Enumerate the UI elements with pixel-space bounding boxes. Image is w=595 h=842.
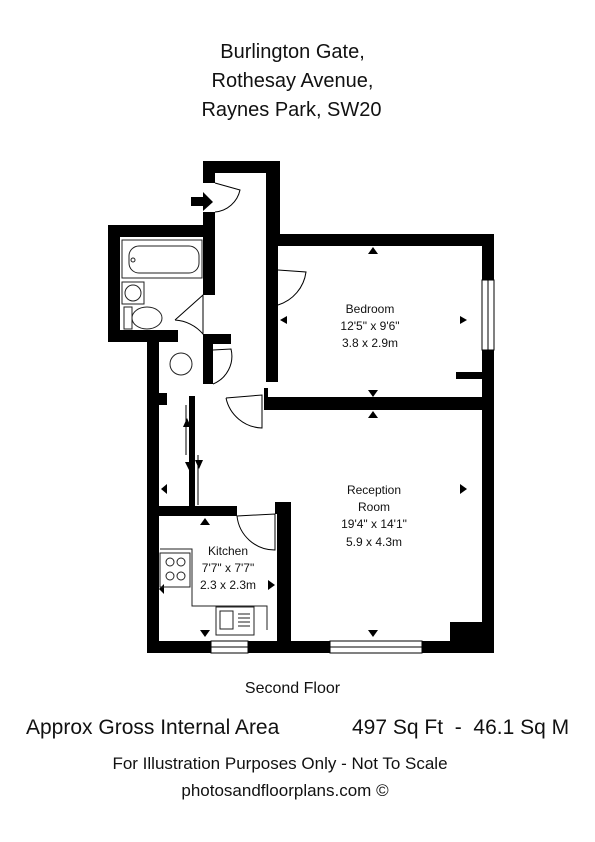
wall-bedroom-top [266, 234, 494, 246]
kitchen-metric: 2.3 x 2.3m [200, 578, 256, 592]
wall-hall-partition [189, 396, 195, 508]
room-label-kitchen: Kitchen 7'7" x 7'7" 2.3 x 2.3m [200, 544, 256, 592]
address-line-3: Raynes Park, SW20 [201, 99, 382, 121]
address-line-1: Burlington Gate, [220, 41, 365, 63]
wall-bath-bottom [108, 330, 178, 342]
fixtures [121, 239, 268, 636]
toilet-bowl [131, 306, 163, 330]
kitchen-door [236, 513, 276, 551]
wall-bottom-1 [147, 641, 211, 653]
bedroom-door [277, 269, 307, 306]
address-line-2: Rothesay Avenue, [211, 70, 374, 92]
wall-bedroom-right-upper [482, 234, 494, 280]
bathroom-door [174, 293, 204, 336]
reception-metric: 5.9 x 4.3m [346, 535, 402, 549]
kitchen-imperial: 7'7" x 7'7" [202, 561, 254, 575]
wall-bedroom-stub [456, 372, 486, 379]
wall-bedroom-post [264, 388, 268, 410]
bedroom-metric: 3.8 x 2.9m [342, 336, 398, 350]
windows [210, 279, 495, 654]
toilet-cistern [123, 306, 133, 330]
copyright: photosandfloorplans.com © [181, 781, 389, 800]
wall-bedroom-bottom [264, 397, 494, 410]
area-value: 497 Sq Ft - 46.1 Sq M [352, 716, 570, 739]
wall-bath-left [108, 225, 120, 342]
reception-name-line2: Room [358, 500, 390, 514]
wall-bath-top [108, 225, 215, 237]
basin-bowl [124, 284, 142, 302]
wall-kitchen-top [147, 506, 237, 516]
reception-imperial: 19'4" x 14'1" [341, 517, 407, 531]
area-label: Approx Gross Internal Area [26, 716, 280, 739]
bedroom-name: Bedroom [346, 302, 395, 316]
kitchen-counter [160, 548, 268, 630]
hot-water-cylinder [169, 352, 193, 376]
wall-cupboard-right [203, 344, 213, 384]
bedroom-imperial: 12'5" x 9'6" [340, 319, 399, 333]
wall-corridor-top [203, 161, 280, 173]
wall-left-top [147, 393, 167, 405]
wall-reception-right [482, 397, 494, 653]
wall-entrance-upper [203, 161, 215, 183]
doors [174, 182, 307, 551]
wall-left [147, 393, 159, 653]
walls [108, 161, 494, 653]
reception-name-line1: Reception [347, 483, 401, 497]
bath-inner [128, 245, 200, 274]
entrance-door [214, 182, 241, 213]
hob [159, 552, 191, 588]
room-label-reception: Reception Room 19'4" x 14'1" 5.9 x 4.3m [341, 483, 407, 549]
sink-bowl [219, 610, 234, 630]
basin [121, 281, 145, 305]
arrows [191, 192, 213, 211]
wall-bottom-3 [422, 641, 494, 653]
floor-label: Second Floor [244, 680, 341, 697]
wall-bedroom-right-lower [482, 350, 494, 398]
dimension-markers [159, 247, 467, 637]
wall-bath-right [203, 225, 215, 295]
wall-bedroom-left [266, 234, 278, 382]
wall-bath-stub [203, 334, 231, 344]
cupboard-door [212, 348, 233, 385]
kitchen-name: Kitchen [208, 544, 248, 558]
wall-kitchen-right [277, 502, 291, 653]
entrance-arrow-icon [191, 192, 213, 211]
sink [215, 606, 255, 636]
wall-cupboard-left [147, 330, 159, 395]
bath-tub [121, 239, 203, 279]
disclaimer: For Illustration Purposes Only - Not To … [112, 754, 448, 773]
bath-plug-icon [130, 257, 136, 263]
hall-door [225, 394, 263, 429]
wall-corridor-right [266, 161, 280, 246]
room-label-bedroom: Bedroom 12'5" x 9'6" 3.8 x 2.9m [340, 302, 399, 350]
